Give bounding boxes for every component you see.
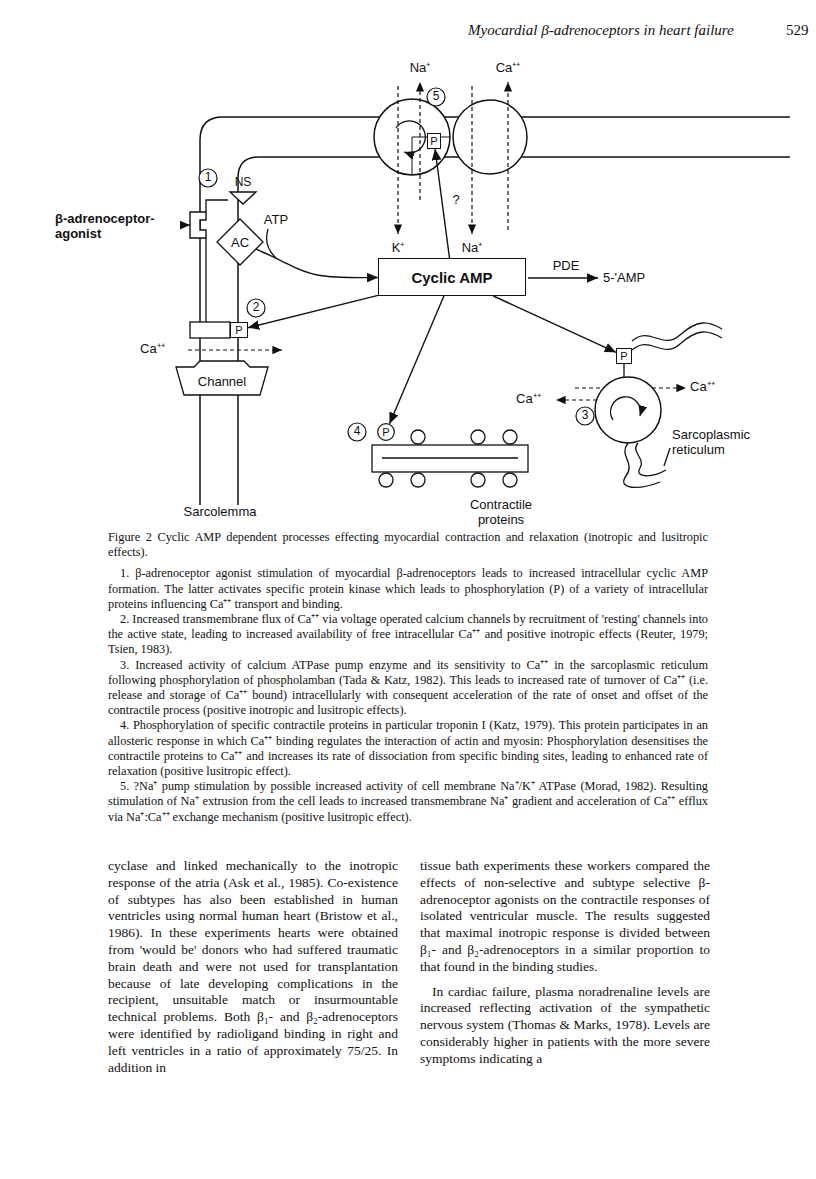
callout-circle: [247, 299, 265, 317]
sarcolemma-inner-line: [238, 157, 790, 505]
sr-membrane-wave: [624, 443, 660, 487]
diagram-label: Sarcoplasmic reticulum: [672, 428, 772, 458]
caption-item: 3. Increased activity of calcium ATPase …: [108, 658, 708, 719]
diagram-label: ?: [452, 193, 459, 208]
calcium-channel: Channel: [176, 361, 268, 395]
leader-line: [664, 448, 670, 466]
callout-number: 4: [354, 425, 361, 439]
body-paragraph: cyclase and linked mechanically to the i…: [108, 858, 398, 1076]
node-outline-shape: [378, 424, 395, 441]
adenylate-cyclase-diamond: AC: [217, 219, 263, 265]
process-box: P: [427, 133, 441, 149]
atp-line: [267, 229, 276, 258]
protein-bead: [411, 473, 425, 487]
receptor-coupling-line: [206, 200, 228, 212]
potassium-influx-arrow: [397, 86, 398, 234]
node-outline-shape: [230, 192, 256, 204]
callout-circle: [427, 88, 445, 106]
callout-circle: [199, 169, 217, 187]
node-text: Channel: [198, 375, 246, 388]
connector-arrow: [248, 295, 378, 327]
diagram-label: Ca⁺⁺: [496, 61, 521, 76]
node-outline-shape: [217, 219, 263, 265]
sodium-pump-circle: [374, 99, 450, 175]
process-box: Cyclic AMP: [378, 258, 526, 296]
sr-link-line: [623, 364, 624, 377]
diagram-label: PDE: [553, 259, 580, 274]
phosphate-circle: P: [377, 423, 395, 441]
sr-membrane-wave: [636, 443, 666, 476]
callout-circle: [576, 407, 594, 425]
agonist-arrow: [184, 224, 190, 225]
diagram-label: Na⁺: [462, 241, 483, 256]
regulatory-protein: NS: [228, 176, 258, 204]
node-outline-shape: [176, 361, 268, 395]
diagram-label: ATP: [264, 213, 288, 228]
diagram-label: Na⁺: [410, 61, 431, 76]
diagram-label: Sarcolemma: [184, 505, 257, 520]
diagram-label: Contractile proteins: [458, 498, 544, 528]
diagram-label: Ca⁺⁺: [516, 392, 541, 407]
connector-arrow: [493, 296, 616, 352]
body-paragraph: tissue bath experiments these workers co…: [420, 858, 710, 976]
diagram-label: Ca⁺⁺: [690, 380, 715, 395]
diagram-label: 5-'AMP: [603, 271, 645, 286]
sodium-influx-arrow: [471, 86, 472, 234]
sarcolemma-outer-line: [200, 117, 790, 505]
caption-item: 1. β-adrenoceptor agonist stimulation of…: [108, 566, 708, 612]
body-paragraph: In cardiac failure, plasma noradrenaline…: [420, 984, 710, 1068]
protein-bead: [503, 473, 517, 487]
callout-number: 1: [205, 171, 212, 185]
caption-item: 2. Increased transmembrane flux of Ca⁺⁺ …: [108, 612, 708, 658]
diagram-label: β-adrenoceptor-agonist: [55, 212, 183, 242]
pde-arrow: [528, 277, 598, 278]
pump-cycle-arrow: [396, 121, 425, 153]
sodium-efflux-arrow: [419, 82, 420, 200]
callout-circle: [348, 423, 366, 441]
callout-number: 5: [433, 90, 440, 104]
node-text: AC: [231, 236, 249, 249]
node-text: P: [235, 325, 242, 336]
diagram-label: K⁺: [392, 241, 405, 256]
sr-cycle-arrow: [611, 397, 641, 420]
protein-bead: [471, 430, 485, 444]
connector-arrow: [435, 149, 449, 258]
protein-bead: [471, 473, 485, 487]
protein-bead: [411, 430, 425, 444]
figure-caption: Figure 2 Cyclic AMP dependent processes …: [108, 530, 708, 560]
receptor-symbol: [190, 212, 206, 238]
caption-block: Figure 2 Cyclic AMP dependent processes …: [108, 530, 708, 825]
protein-bead: [379, 473, 393, 487]
callout-number: 3: [582, 409, 589, 423]
connector-arrow: [390, 296, 444, 424]
node-text: P: [430, 136, 437, 147]
caption-item: 4. Phosphorylation of specific contracti…: [108, 718, 708, 779]
page-number: 529: [786, 22, 809, 39]
process-box: P: [230, 322, 248, 338]
body-column: tissue bath experiments these workers co…: [420, 858, 710, 1068]
caption-item: 5. ?Na⁺ pump stimulation by possible inc…: [108, 779, 708, 825]
node-text: NS: [235, 176, 252, 188]
diagram-label: Ca⁺⁺: [140, 342, 165, 357]
receptor-channel-line: [205, 238, 206, 322]
sr-pump-circle: [595, 377, 661, 443]
calcium-channel-flux-arrow: [188, 349, 282, 350]
node-text: Cyclic AMP: [411, 270, 492, 285]
connector-arrow: [256, 249, 378, 278]
body-column: cyclase and linked mechanically to the i…: [108, 858, 398, 1076]
calcium-efflux-arrow: [507, 82, 508, 230]
protein-bead: [503, 430, 517, 444]
channel-gate-bar: [190, 322, 230, 338]
node-text: P: [382, 427, 389, 438]
callout-number: 2: [253, 301, 260, 315]
contractile-filament-line: [382, 457, 518, 458]
running-header: Myocardial β-adrenoceptors in heart fail…: [468, 22, 734, 39]
contractile-filament: [372, 445, 528, 472]
sr-membrane-wave: [632, 332, 722, 350]
sr-membrane-wave: [632, 323, 722, 341]
exchanger-circle: [453, 100, 527, 174]
process-box: P: [616, 348, 632, 364]
node-text: P: [620, 351, 627, 362]
